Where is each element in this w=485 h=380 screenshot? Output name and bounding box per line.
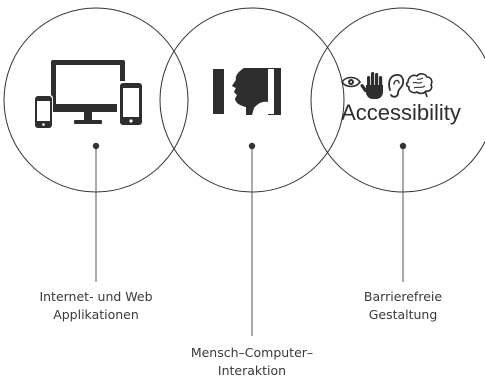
caption-web-line-2: Applikationen	[53, 307, 139, 322]
connectors	[95, 146, 404, 336]
dot-accessibility	[399, 142, 407, 150]
ear-icon	[388, 74, 405, 98]
caption-hci-line-2: Interaktion	[217, 363, 287, 378]
caption-web: Internet- und Web Applikationen	[6, 288, 186, 324]
brain-icon	[405, 73, 433, 98]
caption-hci-line-1: Mensch–Computer–	[190, 345, 314, 360]
caption-accessibility: Barrierefreie Gestaltung	[313, 288, 485, 324]
devices-icon	[33, 60, 143, 129]
caption-accessibility-line-1: Barrierefreie	[363, 289, 443, 304]
dot-web	[92, 142, 100, 150]
accessibility-label: Accessibility	[341, 100, 461, 125]
caption-accessibility-line-2: Gestaltung	[368, 307, 438, 322]
hand-icon	[360, 72, 383, 99]
senses-icons	[341, 72, 433, 99]
eye-icon	[341, 76, 361, 88]
caption-web-line-1: Internet- und Web	[39, 289, 153, 304]
face-profile-mirror-icon	[212, 68, 281, 115]
caption-hci: Mensch–Computer– Interaktion	[162, 344, 342, 380]
dot-hci	[248, 142, 256, 150]
